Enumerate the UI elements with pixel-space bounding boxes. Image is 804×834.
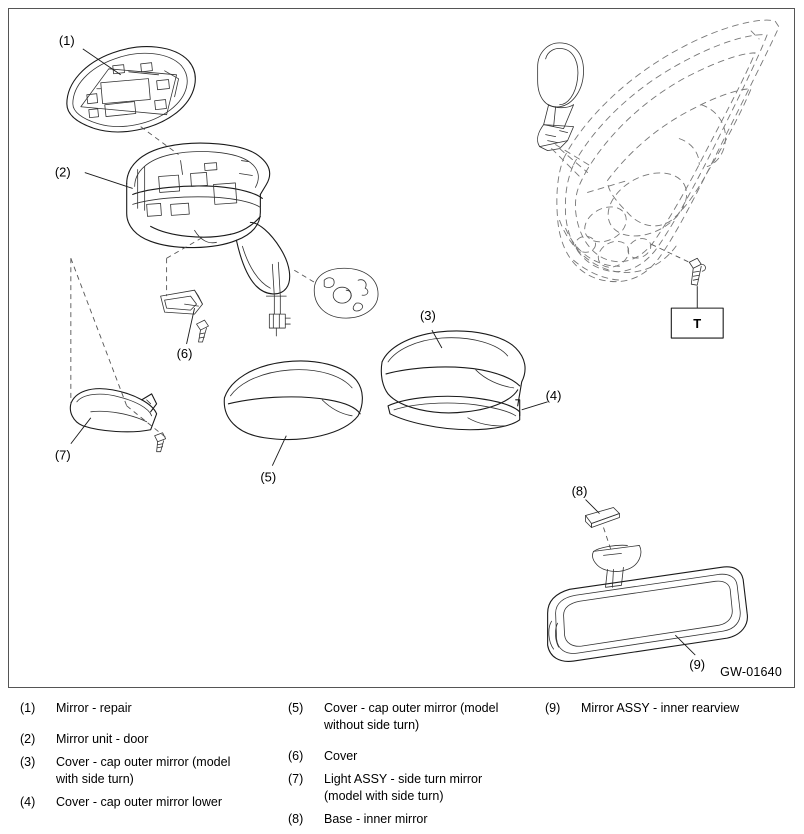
legend-number: (4) [20,795,36,809]
legend-label: Mirror - repair [56,701,132,715]
part-3-cover-cap-outer-mirror-side-turn [380,330,526,414]
legend-number: (7) [288,772,304,786]
callout-9-label: (9) [689,657,705,672]
legend-label: Cover - cap outer mirror (model without … [324,701,499,732]
legend-entry: (8) Base - inner mirror [288,811,550,828]
torque-spec-box: T [670,286,724,339]
legend-number: (9) [545,701,561,715]
assembly-axis-8 [603,527,612,552]
callout-7-label: (7) [55,448,71,463]
part-1-mirror-repair [66,46,196,133]
assembly-axis-unit-gasket [294,269,315,283]
callout-3-label: (3) [420,308,436,323]
part-5-cover-cap-outer-mirror [223,360,363,441]
torque-box-label: T [693,316,701,331]
callout-6-label: (6) [177,346,193,361]
part-9-inner-rearview-mirror [547,544,748,663]
legend-number: (5) [288,701,304,715]
legend-label: Light ASSY - side turn mirror (model wit… [324,772,483,803]
legend-entry: (7) Light ASSY - side turn mirror (model… [288,771,550,805]
figure-frame: (1) [8,8,795,688]
bolt-install-axis [651,243,690,263]
callout-1-label: (1) [59,33,75,48]
legend-label: Base - inner mirror [324,812,428,826]
legend-entry: (3) Cover - cap outer mirror (model with… [20,754,292,788]
assembly-axis-7b [126,405,169,441]
part-7-side-turn-light [69,388,167,453]
assembly-axis-7 [70,258,128,406]
callout-8-label: (8) [572,484,588,499]
figure-id-label: GW-01640 [720,665,782,679]
callout-9: (9) [674,634,705,672]
assembly-axis-6b [166,235,205,259]
mirror-base-gasket [313,267,379,319]
legend-entry: (4) Cover - cap outer mirror lower [20,794,292,811]
legend-number: (2) [20,732,36,746]
part-8-base-inner-mirror [585,507,620,528]
legend-entry: (5) Cover - cap outer mirror (model with… [288,700,550,734]
callout-4: (4) [521,388,562,411]
callout-7: (7) [55,417,92,463]
parts-legend: (1) Mirror - repair (2) Mirror unit - do… [8,700,795,828]
callout-2: (2) [55,165,133,189]
callout-4-label: (4) [546,388,562,403]
legend-entry: (9) Mirror ASSY - inner rearview [545,700,795,717]
legend-label: Mirror unit - door [56,732,149,746]
callout-5: (5) [260,435,287,485]
exploded-parts-diagram: (1) [55,19,780,672]
legend-entry: (1) Mirror - repair [20,700,292,717]
legend-label: Mirror ASSY - inner rearview [581,701,740,715]
part-2-mirror-unit-door [126,142,291,337]
callout-6: (6) [177,308,195,361]
part-6-cover [160,289,209,343]
door-panel-phantom [556,19,780,282]
callout-5-label: (5) [260,470,276,485]
legend-column-1: (1) Mirror - repair (2) Mirror unit - do… [20,700,292,817]
assembly-axis-1-2 [140,126,179,155]
legend-label: Cover - cap outer mirror (model with sid… [56,755,231,786]
legend-label: Cover - cap outer mirror lower [56,795,223,809]
part-4-cover-cap-outer-mirror-lower [387,395,521,431]
legend-column-3: (9) Mirror ASSY - inner rearview [545,700,795,723]
legend-number: (6) [288,749,304,763]
legend-number: (8) [288,812,304,826]
callout-1: (1) [59,33,121,76]
legend-entry: (2) Mirror unit - door [20,731,292,748]
callout-8: (8) [572,484,600,514]
legend-entry: (6) Cover [288,748,550,765]
legend-column-2: (5) Cover - cap outer mirror (model with… [288,700,550,834]
legend-label: Cover [324,749,358,763]
callout-2-label: (2) [55,165,71,180]
legend-number: (1) [20,701,36,715]
installed-mirror-assembly [537,42,592,177]
legend-number: (3) [20,755,36,769]
door-mirror-bolt [688,257,706,286]
callout-3: (3) [420,308,443,349]
